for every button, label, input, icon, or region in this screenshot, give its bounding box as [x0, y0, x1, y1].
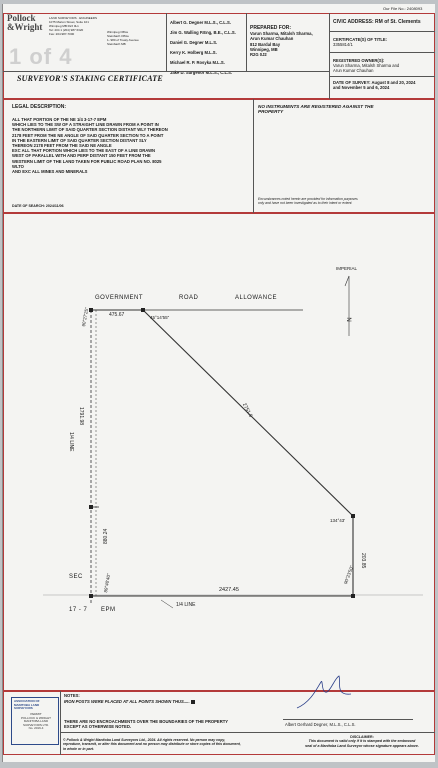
- encumbrance-title: NO INSTRUMENTS ARE REGISTERED AGAINST TH…: [258, 104, 374, 115]
- epm-label: EPM: [101, 607, 116, 613]
- road-label-3: ALLOWANCE: [235, 295, 277, 301]
- road-label-2: ROAD: [179, 295, 199, 301]
- iron-post-ne: [141, 308, 145, 312]
- sec-label: SEC: [69, 574, 83, 580]
- legal-label: LEGAL DESCRIPTION:: [12, 104, 67, 110]
- file-number: Our File No.: 2408093: [383, 6, 423, 11]
- disclaimer: DISCLAIMER: This document is valid only …: [305, 735, 419, 748]
- imperial-label: IMPERIAL: [336, 266, 358, 271]
- twp-label: 17 - 7: [69, 607, 88, 613]
- office-address: Winnipeg Office Steinbach Office 1- 980 …: [107, 30, 139, 46]
- dim-west-lower: 880.24: [103, 528, 109, 544]
- document-title: SURVEYOR'S STAKING CERTIFICATE: [17, 74, 163, 83]
- surveyor-name: Albert Gerhard Degner, M.L.S., C.L.S.: [285, 722, 356, 727]
- surveyor-signature: [296, 675, 352, 709]
- diagonal-boundary: [142, 309, 354, 517]
- civic-address: CIVIC ADDRESS: RM of St. Clements: [333, 19, 421, 25]
- encroachment-note: THERE ARE NO ENCROACHMENTS OVER THE BOUN…: [64, 719, 229, 730]
- company-logo: Pollock &Wright: [7, 13, 43, 32]
- certificate-of-title: CERTIFICATE(S) OF TITLE: 3355814/1: [333, 37, 388, 48]
- quarter-line-label: 1/4 LINE: [68, 432, 74, 452]
- iron-post-sw: [89, 594, 93, 598]
- road-label-1: GOVERNMENT: [95, 295, 144, 301]
- surveyor-list: Albert G. Degner M.L.S., C.L.S. Jim G. W…: [170, 20, 236, 75]
- survey-plan: [43, 275, 423, 609]
- notes-line: IRON POSTS WERE PLACED AT ALL POINTS SHO…: [64, 699, 195, 704]
- angle-ne: 45°14'55": [150, 315, 170, 320]
- company-address: LAND SURVEYORS · ENGINEERS 1075 Marion S…: [49, 16, 97, 36]
- north-label: N: [344, 317, 351, 322]
- dim-east: 203.85: [360, 553, 366, 569]
- survey-sheet: Our File No.: 2408093 1 of 4 Pollock &Wr…: [2, 4, 435, 762]
- footer-frame: [3, 691, 435, 755]
- notes-label: NOTES:: [64, 693, 80, 698]
- date-of-survey: DATE OF SURVEY: August 8 and 20, 2024 an…: [333, 80, 416, 91]
- dim-south: 2427.45: [219, 587, 239, 593]
- dim-west-upper: 1791.98: [78, 407, 84, 426]
- iron-post-se: [351, 594, 355, 598]
- registered-owners: REGISTERED OWNER(S): Varun Sharma, Mital…: [333, 58, 400, 74]
- encumbrance-note: Encumbrances noted herein are provided f…: [258, 197, 358, 206]
- angle-se-upper: 134°43': [330, 518, 346, 523]
- iron-post-quarter: [89, 505, 93, 509]
- date-of-search: DATE OF SEARCH: 2024/11/06: [12, 204, 64, 208]
- iron-post-nw: [89, 308, 93, 312]
- legal-description: ALL THAT PORTION OF THE NE 1/4 3-17-7 EP…: [12, 117, 168, 175]
- copyright-note: © Pollock & Wright Manitoba Land Surveyo…: [63, 738, 241, 751]
- header-frame: [3, 13, 435, 99]
- dim-north: 475.67: [109, 312, 125, 318]
- north-arrow-icon: [344, 275, 350, 336]
- legal-frame: [3, 99, 435, 213]
- plan-frame: [3, 213, 435, 691]
- south-quarter-label: 1/4 LINE: [176, 602, 196, 608]
- page-watermark: 1 of 4: [9, 44, 73, 69]
- iron-post-east: [351, 514, 355, 518]
- permit-seal: ASSOCIATION OF MANITOBA LAND SURVEYORS P…: [11, 697, 59, 745]
- prepared-for: PREPARED FOR: Varun Sharma, Mitalsh Shar…: [250, 25, 313, 58]
